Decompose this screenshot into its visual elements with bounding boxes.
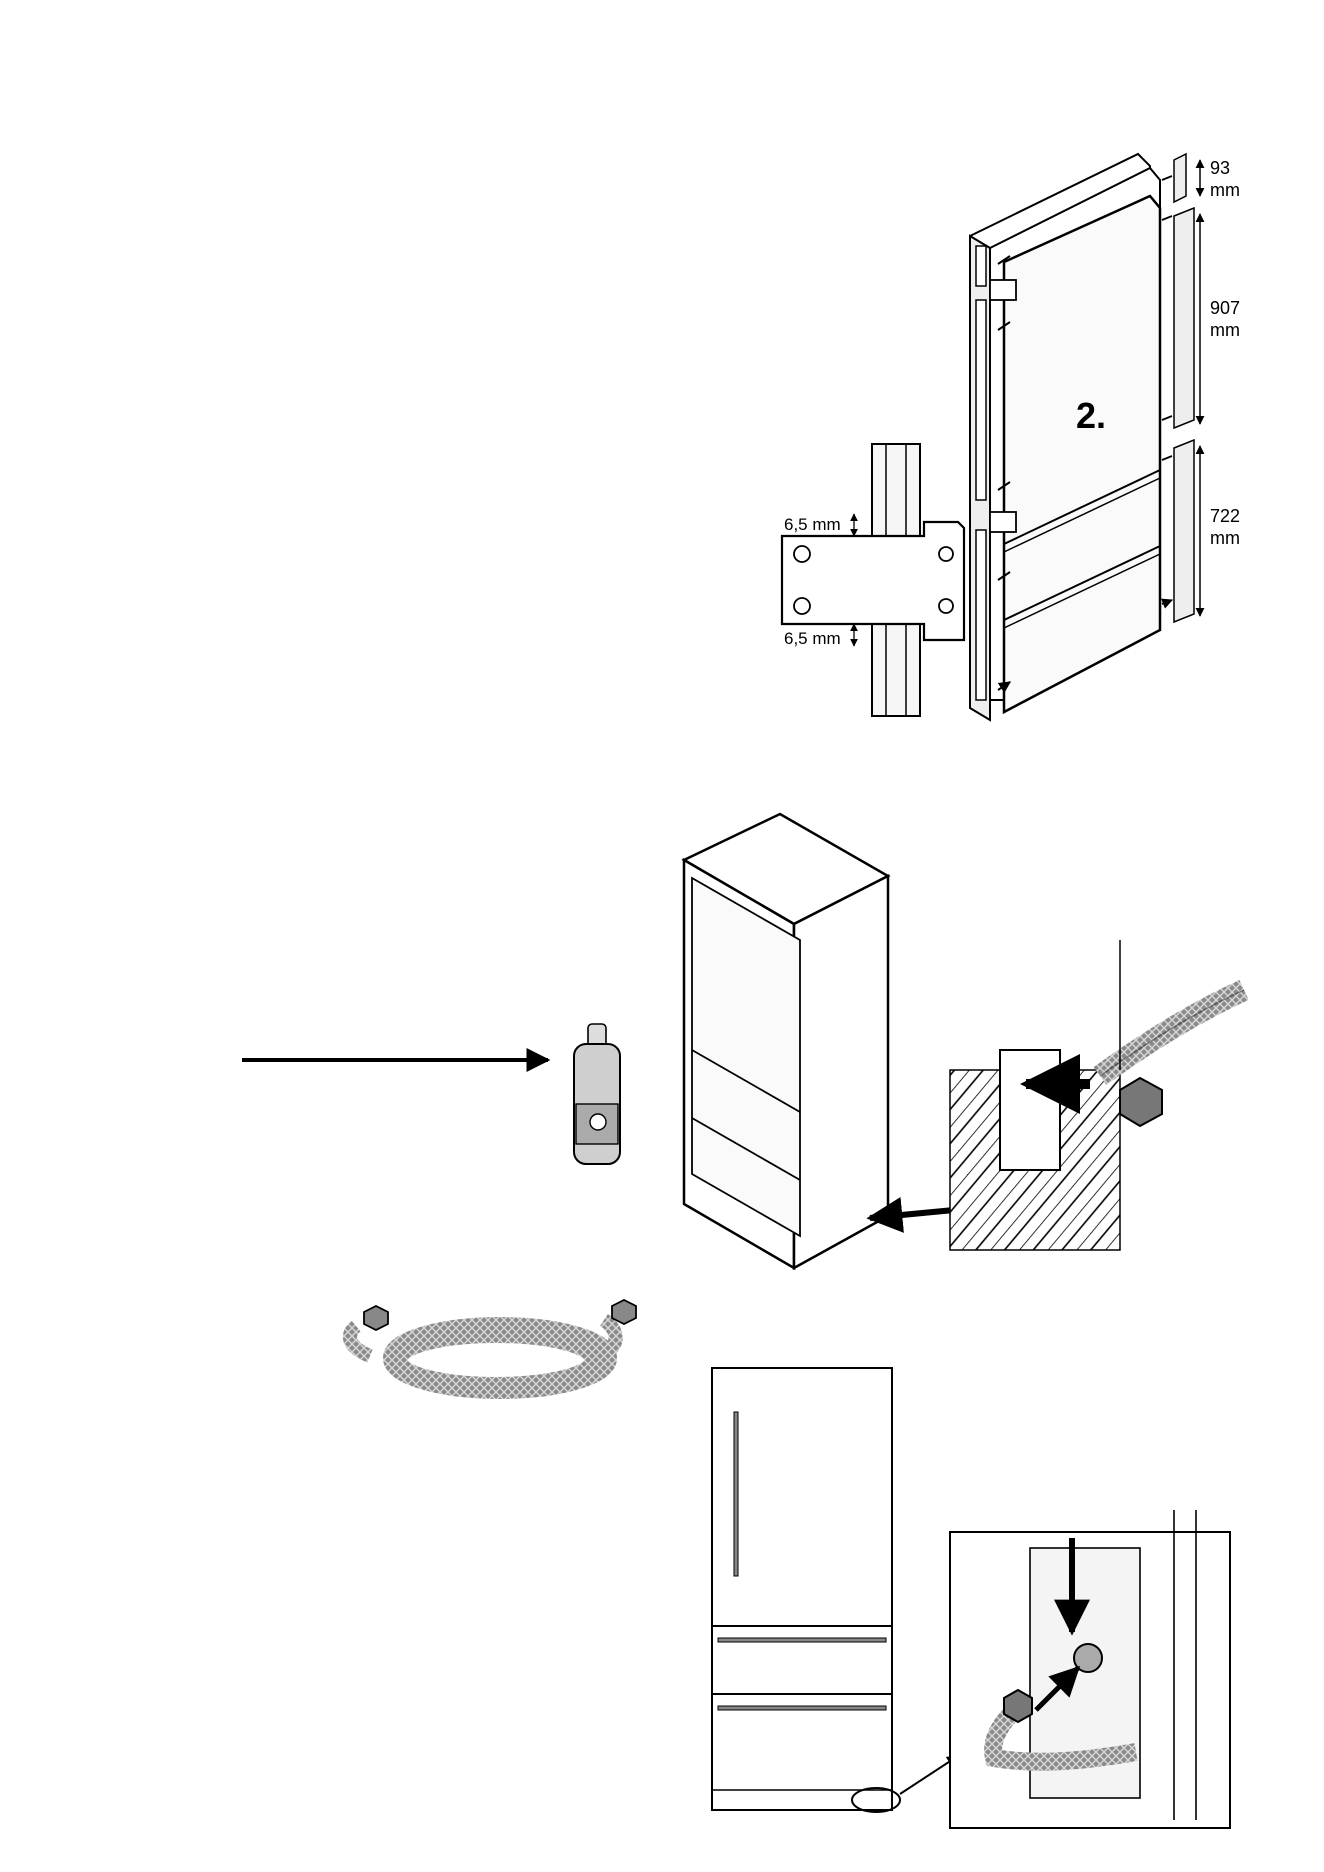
gap-top-label: 6,5 mm bbox=[784, 515, 841, 534]
step-number-label: 2. bbox=[1076, 395, 1106, 436]
water-filter-illustration bbox=[242, 1024, 620, 1164]
trim-strip-top bbox=[1174, 154, 1186, 202]
dim-907-unit: mm bbox=[1210, 320, 1240, 340]
gap-bottom-label: 6,5 mm bbox=[784, 629, 841, 648]
appliance-front-view bbox=[712, 1368, 958, 1812]
dim-93-unit: mm bbox=[1210, 180, 1240, 200]
door-front-panel bbox=[1004, 196, 1160, 712]
door-panel-mounting-illustration: 2. 93 mm 907 mm 722 mm 6,5 mm 6,5 m bbox=[782, 154, 1240, 720]
dim-93-value: 93 bbox=[1210, 158, 1230, 178]
trim-strip-bottom bbox=[1174, 440, 1194, 622]
dim-722-unit: mm bbox=[1210, 528, 1240, 548]
dim-722-value: 722 bbox=[1210, 506, 1240, 526]
dim-907-value: 907 bbox=[1210, 298, 1240, 318]
water-connection-detail bbox=[950, 940, 1244, 1250]
trim-strip-middle bbox=[1174, 208, 1194, 428]
built-in-cabinet-illustration bbox=[684, 814, 954, 1268]
water-hose-illustration bbox=[350, 1300, 636, 1390]
water-inlet-connection-detail bbox=[950, 1510, 1230, 1828]
mounting-bracket-detail: 6,5 mm 6,5 mm bbox=[782, 444, 964, 716]
